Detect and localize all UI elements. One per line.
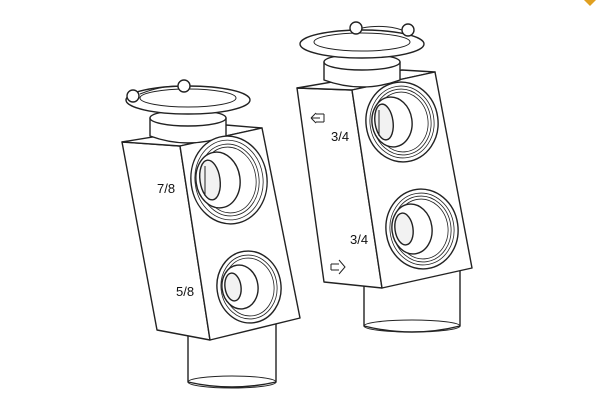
left-valve-lower-label: 5/8 (176, 284, 194, 299)
right-valve-lower-label: 3/4 (350, 232, 368, 247)
right-valve-cap-knob (401, 23, 415, 37)
right-valve: 3/4 3/4 (296, 21, 473, 333)
left-valve-upper-port (190, 135, 268, 225)
left-valve: 7/8 5/8 (121, 79, 301, 389)
left-valve-upper-label: 7/8 (157, 181, 175, 196)
flow-in-arrow (310, 112, 325, 124)
right-valve-upper-label: 3/4 (331, 129, 349, 144)
left-valve-cap-knob (126, 89, 140, 103)
right-valve-upper-port (365, 81, 439, 163)
flow-out-arrow (330, 259, 346, 275)
corner-mark (584, 0, 596, 6)
right-valve-lower-port (385, 188, 459, 270)
left-valve-lower-port (216, 250, 282, 324)
